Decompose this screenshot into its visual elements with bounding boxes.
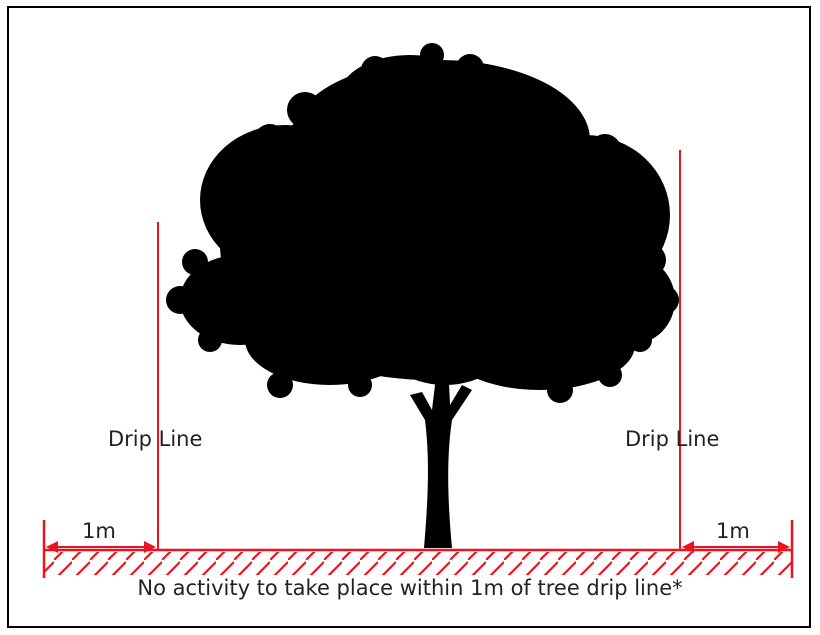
tree-silhouette-icon: [166, 43, 679, 548]
drip-line-right-label: Drip Line: [625, 429, 719, 450]
distance-left-label: 1m: [82, 521, 116, 542]
drip-line-left-label: Drip Line: [108, 429, 202, 450]
distance-right-label: 1m: [716, 521, 750, 542]
caption-text: No activity to take place within 1m of t…: [0, 578, 820, 599]
exclusion-zone-hatch: [44, 552, 792, 575]
